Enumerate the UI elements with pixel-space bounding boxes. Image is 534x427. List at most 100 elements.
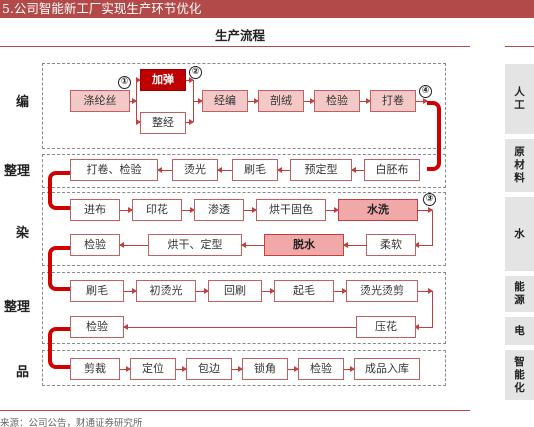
node-jinbu: 进布 — [70, 199, 120, 221]
marker-3: ③ — [423, 193, 436, 206]
panel-shui: 水 — [505, 197, 534, 271]
stage-label-ran: 染 — [16, 226, 30, 241]
node-qimao: 起毛 — [274, 280, 334, 302]
node-pourong: 剖绒 — [258, 90, 304, 112]
node-chutangguang: 初烫光 — [136, 280, 196, 302]
node-baobian: 包边 — [186, 358, 232, 380]
node-jiadan: 加弹 — [140, 69, 186, 91]
node-jingbian: 经编 — [202, 90, 248, 112]
panel-yuancailiao-label: 原材料 — [514, 146, 525, 184]
arrow-dajuan-out — [416, 98, 428, 104]
frame-ran — [42, 192, 446, 266]
node-jiancai: 剪裁 — [70, 358, 120, 380]
arrow-to-chengpinruku — [344, 366, 355, 372]
node-yinhua: 印花 — [132, 199, 182, 221]
arrow-merge-b — [186, 119, 194, 125]
arrow-to-dajuan1 — [360, 98, 371, 104]
panel-zhinenghua: 智能化 — [505, 350, 534, 400]
bottom-divider — [0, 410, 470, 411]
node-dingwei: 定位 — [130, 358, 176, 380]
arrow-to-shuixi — [326, 207, 339, 213]
node-yahua: 压花 — [356, 316, 416, 338]
arrow-tangguangtangjian-out — [418, 288, 433, 294]
panel-dian-label: 电 — [514, 324, 525, 337]
node-rouruan: 柔软 — [366, 234, 416, 256]
arrow-merge-a — [186, 77, 194, 83]
node-jianyan-2: 检验 — [70, 234, 120, 256]
node-shuamao-2: 刷毛 — [70, 280, 124, 302]
arrow-to-jianyan1 — [304, 98, 315, 104]
arrow-to-dajuanjianyan — [157, 167, 172, 173]
frame-bian — [42, 63, 446, 149]
arrow-to-jianyan4 — [288, 366, 299, 372]
panel-shui-label: 水 — [514, 227, 525, 240]
connector-return-ran — [432, 210, 433, 245]
diagram-title: 生产流程 — [214, 28, 265, 43]
connector-bend-2 — [48, 171, 70, 210]
node-zhengjing: 整经 — [140, 112, 186, 134]
node-dilunsi: 涤纶丝 — [70, 90, 130, 112]
connector-bend-3 — [48, 246, 70, 291]
panel-nengyuan-label: 能源 — [514, 281, 525, 306]
arrow-to-tangguang1 — [217, 167, 232, 173]
node-shuamao-1: 刷毛 — [232, 159, 278, 181]
stage-label-pin: 品 — [16, 365, 30, 380]
node-tangguang-tangjian: 烫光烫剪 — [346, 280, 418, 302]
panel-nengyuan: 能源 — [505, 276, 534, 312]
arrow-to-zhengjing — [136, 119, 141, 125]
node-dajuan-1: 打卷 — [370, 90, 416, 112]
arrow-to-jianyan2 — [119, 242, 148, 248]
stage-label-zhengli-1: 整理 — [4, 164, 31, 179]
panel-rengong-label: 人工 — [514, 86, 525, 111]
stage-label-bian: 编 — [16, 95, 30, 110]
frame-zhengli-1 — [42, 154, 446, 188]
arrow-to-baobian — [176, 366, 187, 372]
arrow-to-hongganguse — [244, 207, 257, 213]
arrow-to-yudingxing — [351, 167, 364, 173]
stage-label-zhengli-2: 整理 — [4, 300, 31, 315]
node-baipibu: 白胚布 — [364, 159, 420, 181]
top-divider — [0, 46, 470, 47]
frame-zhengli-2 — [42, 272, 446, 344]
arrow-to-pourong — [248, 98, 259, 104]
top-divider-right — [505, 46, 534, 47]
node-hongganguse: 烘干固色 — [256, 199, 326, 221]
arrow-to-huishua — [196, 288, 209, 294]
arrow-to-tuoshui — [343, 242, 366, 248]
arrow-to-dingwei — [120, 366, 131, 372]
node-honggan-dingxing: 烘干、定型 — [148, 234, 242, 256]
node-jianyan-1: 检验 — [314, 90, 360, 112]
node-shentou: 渗透 — [194, 199, 244, 221]
arrow-to-jianyan3 — [123, 324, 356, 330]
arrow-to-yinhua — [120, 207, 133, 213]
arrow-shuixi-out — [418, 207, 433, 213]
frame-pin — [42, 350, 446, 386]
connector-bend-4 — [48, 327, 70, 369]
arrow-to-shentou — [182, 207, 195, 213]
marker-1: ① — [118, 76, 131, 89]
panel-rengong: 人工 — [505, 64, 534, 134]
node-chengpin-ruku: 成品入库 — [354, 358, 420, 380]
panel-yuancailiao: 原材料 — [505, 139, 534, 192]
arrow-to-hongandingxing — [241, 242, 264, 248]
arrow-to-jiadan — [136, 77, 141, 83]
node-shuixi: 水洗 — [338, 199, 418, 221]
arrow-to-tangguangtangjian — [334, 288, 347, 294]
connector-return-zhengli — [432, 291, 433, 327]
arrow-to-chutangguang — [124, 288, 137, 294]
node-yudingxing: 预定型 — [290, 159, 352, 181]
connector-bend-1 — [427, 101, 441, 171]
page-title: 5.公司智能新工厂实现生产环节优化 — [0, 0, 534, 18]
arrow-to-qimao — [262, 288, 275, 294]
node-tangguang-1: 烫光 — [172, 159, 218, 181]
source-note: 来源：公司公告，财通证券研究所 — [0, 418, 143, 427]
arrow-to-jingbian — [193, 98, 203, 104]
node-suojiao: 锁角 — [242, 358, 288, 380]
arrow-return-ran — [414, 242, 433, 248]
panel-zhinenghua-label: 智能化 — [514, 355, 525, 394]
node-dajuan-jianyan: 打卷、检验 — [70, 159, 158, 181]
arrow-return-zhengli — [414, 324, 433, 330]
node-jianyan-3: 检验 — [70, 316, 124, 338]
marker-4: ④ — [419, 85, 432, 98]
arrow-to-shuamao1 — [277, 167, 290, 173]
